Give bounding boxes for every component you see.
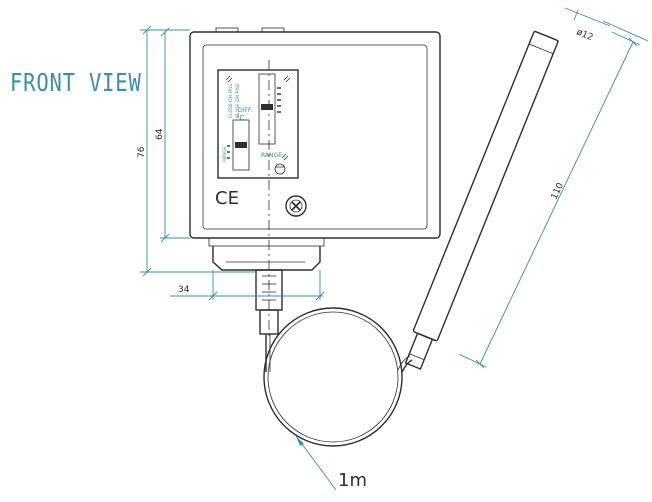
base-bracket bbox=[212, 246, 321, 271]
diff-indicator bbox=[235, 142, 247, 148]
screw-icon bbox=[285, 195, 307, 217]
dim-dia-value: ø12 bbox=[575, 28, 594, 44]
range-label: RANGE bbox=[261, 152, 282, 159]
svg-text:RANGE: RANGE bbox=[222, 146, 228, 162]
diff-slot bbox=[232, 119, 250, 171]
unit-label: °C bbox=[236, 114, 245, 122]
dim-34-value: 34 bbox=[178, 285, 190, 295]
svg-text:CLOSE ON RISE: CLOSE ON RISE bbox=[235, 83, 241, 118]
diff-label: DIFF. bbox=[238, 107, 252, 114]
dim-64-value: 64 bbox=[155, 128, 165, 140]
svg-text:CLOSE ON FALL: CLOSE ON FALL bbox=[228, 83, 234, 118]
bulb-fitting bbox=[404, 332, 434, 370]
housing-inner bbox=[202, 44, 428, 230]
dim-1m-value: 1m bbox=[338, 470, 367, 491]
range-slot bbox=[258, 73, 276, 145]
capillary-loop-inner bbox=[267, 311, 399, 443]
bulb-cap bbox=[528, 30, 559, 55]
setting-panel bbox=[217, 69, 299, 179]
panel-knob bbox=[274, 163, 286, 175]
capillary-loop-outer bbox=[263, 307, 403, 447]
dim-110-value: 110 bbox=[550, 181, 566, 201]
bulb-body bbox=[412, 30, 559, 342]
dim-110-line bbox=[479, 41, 634, 365]
dim-76-value: 76 bbox=[137, 146, 147, 158]
top-nub-right bbox=[261, 27, 285, 33]
dim-1m-leader bbox=[295, 435, 337, 491]
top-nub-left bbox=[215, 27, 239, 33]
dim-dia-line bbox=[564, 7, 611, 27]
front-view-title: FRONT VIEW bbox=[10, 68, 142, 97]
ce-mark: CE bbox=[215, 188, 239, 209]
range-indicator bbox=[261, 104, 273, 110]
base-plate bbox=[208, 237, 325, 247]
sensor-bulb bbox=[404, 30, 559, 370]
